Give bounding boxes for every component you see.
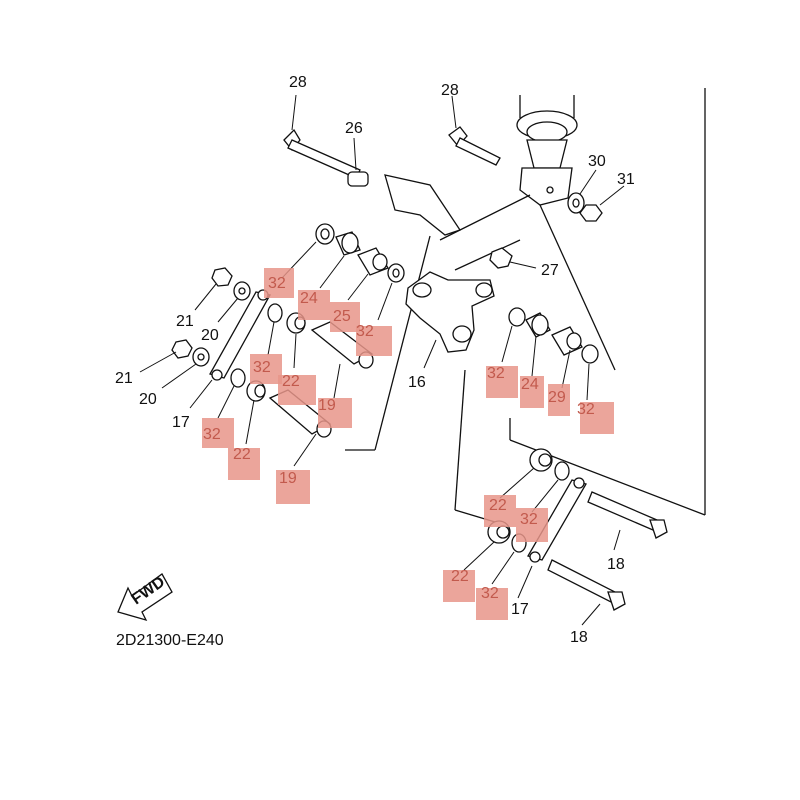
bearing-22-c xyxy=(529,448,553,472)
highlight-box xyxy=(548,384,570,416)
hl-label-32: 32 xyxy=(520,511,538,528)
nut-21-lower xyxy=(171,339,193,359)
highlight-box xyxy=(250,354,282,384)
hl-label-25: 25 xyxy=(333,308,351,325)
part-label-18-lower: 18 xyxy=(570,629,588,646)
bolt-28-center xyxy=(448,126,501,166)
seal-32-f xyxy=(581,344,599,364)
highlight-box xyxy=(476,588,508,620)
highlight-box xyxy=(356,326,392,356)
collar-29 xyxy=(551,326,583,356)
washer-30 xyxy=(567,192,585,214)
fwd-arrow-icon: FWD xyxy=(117,573,173,622)
highlight-boxes xyxy=(202,268,614,620)
seal-32-g xyxy=(554,461,570,481)
part-label-18-upper: 18 xyxy=(607,556,625,573)
highlight-box xyxy=(264,268,294,298)
highlight-box xyxy=(276,470,310,504)
highlight-box xyxy=(278,375,316,405)
part-label-31: 31 xyxy=(617,171,635,188)
highlight-box xyxy=(520,376,544,408)
relay-arm-16 xyxy=(405,271,495,353)
washer-20-lower xyxy=(192,347,210,367)
bearing-24-a xyxy=(335,231,361,256)
part-label-17-left: 17 xyxy=(172,414,190,431)
hl-label-22: 22 xyxy=(451,568,469,585)
highlighted-labels: 32 24 25 32 32 22 19 32 22 19 32 24 29 3… xyxy=(203,275,595,602)
part-label-27: 27 xyxy=(541,262,559,279)
bearing-24-b xyxy=(525,312,551,338)
leader-lines xyxy=(139,94,625,626)
highlight-box xyxy=(330,302,360,332)
part-label-28: 28 xyxy=(441,82,459,99)
part-label-28-cut: 28 xyxy=(289,74,307,91)
hl-label-32: 32 xyxy=(203,426,221,443)
highlight-box xyxy=(516,508,548,542)
seal-32-d xyxy=(230,368,246,388)
hl-label-29: 29 xyxy=(548,389,566,406)
nut-21-upper xyxy=(211,267,233,287)
drawing-code: 2D21300-E240 xyxy=(116,632,224,649)
highlight-box xyxy=(228,448,260,480)
nut-31 xyxy=(579,204,603,222)
part-label-30: 30 xyxy=(588,153,606,170)
highlight-box xyxy=(202,418,234,448)
bolt-18-lower xyxy=(547,559,626,611)
part-label-21-lower: 21 xyxy=(115,370,133,387)
hl-label-24: 24 xyxy=(521,376,539,393)
part-label-21-upper: 21 xyxy=(176,313,194,330)
part-label-16: 16 xyxy=(408,374,426,391)
hl-label-32: 32 xyxy=(356,323,374,340)
seal-32-e xyxy=(508,307,526,327)
hl-label-19: 19 xyxy=(318,397,336,414)
part-label-20-upper: 20 xyxy=(201,327,219,344)
collar-25 xyxy=(357,247,389,276)
bolt-18-upper xyxy=(587,491,668,539)
highlight-box xyxy=(486,366,518,398)
hl-label-22: 22 xyxy=(233,446,251,463)
seal-32-b xyxy=(387,263,405,283)
highlight-box xyxy=(298,290,330,320)
part-label-20-lower: 20 xyxy=(139,391,157,408)
highlight-box xyxy=(443,570,475,602)
highlight-box xyxy=(318,398,352,428)
hl-label-19: 19 xyxy=(279,470,297,487)
hl-label-32: 32 xyxy=(268,275,286,292)
hl-label-32: 32 xyxy=(487,365,505,382)
bolt-26-left xyxy=(283,128,361,179)
hl-label-32: 32 xyxy=(577,401,595,418)
highlight-box xyxy=(580,402,614,434)
bearing-22-b xyxy=(246,380,266,402)
nut-27 xyxy=(489,247,513,269)
hl-label-22: 22 xyxy=(282,373,300,390)
shock-absorber-mount xyxy=(516,95,578,206)
seal-32-a xyxy=(315,223,335,245)
hl-label-32: 32 xyxy=(481,585,499,602)
part-label-17-right: 17 xyxy=(511,601,529,618)
highlight-box xyxy=(484,495,516,527)
washer-20-upper xyxy=(233,281,251,301)
hl-label-32: 32 xyxy=(253,359,271,376)
seal-32-c xyxy=(267,303,283,323)
part-label-26: 26 xyxy=(345,120,363,137)
collar-26 xyxy=(347,171,369,187)
hl-label-24: 24 xyxy=(300,290,318,307)
hl-label-22: 22 xyxy=(489,497,507,514)
